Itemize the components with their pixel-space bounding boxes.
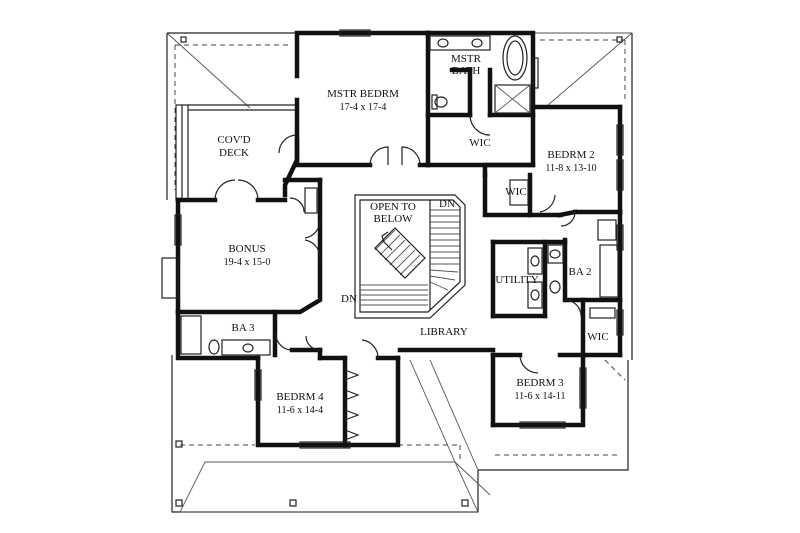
fixtures xyxy=(180,35,619,356)
master-wic-label: WIC xyxy=(469,137,490,149)
walls xyxy=(175,30,623,448)
bedrm-3-size: 11-6 x 14-11 xyxy=(515,391,566,402)
utility-label: UTILITY xyxy=(495,274,538,286)
bedrm-2-size: 11-8 x 13-10 xyxy=(545,163,596,174)
bedrm-2-label: BEDRM 2 xyxy=(547,149,594,161)
bonus-label: BONUS xyxy=(228,243,265,255)
ba-3-label: BA 3 xyxy=(232,322,255,334)
bedrm-4-label: BEDRM 4 xyxy=(276,391,324,403)
stair-dn-left-label: DN xyxy=(341,293,357,305)
room-labels: MSTR BEDRM 17-4 x 17-4 MSTR BATH WIC BED… xyxy=(217,53,608,416)
open-to-below-label-2: BELOW xyxy=(373,213,413,225)
bonus-size: 19-4 x 15-0 xyxy=(224,257,271,268)
mstr-bath-label-2: BATH xyxy=(452,65,481,77)
covd-deck-label-2: DECK xyxy=(219,147,249,159)
roof-outlines xyxy=(166,32,633,513)
stairs xyxy=(354,194,466,319)
library-label: LIBRARY xyxy=(420,326,468,338)
open-to-below-label-1: OPEN TO xyxy=(370,201,416,213)
covd-deck-label-1: COV'D xyxy=(217,134,250,146)
mstr-bedrm-size: 17-4 x 17-4 xyxy=(340,102,387,113)
windows xyxy=(161,29,624,449)
doors xyxy=(214,114,582,441)
mstr-bedrm-label: MSTR BEDRM xyxy=(327,88,399,100)
stair-dn-top-label: DN xyxy=(439,198,455,210)
wic-2-label: WIC xyxy=(505,186,526,198)
ba-2-label: BA 2 xyxy=(569,266,592,278)
bedrm-4-size: 11-6 x 14-4 xyxy=(277,405,323,416)
wic-3-label: WIC xyxy=(587,331,608,343)
mstr-bath-label-1: MSTR xyxy=(451,53,482,65)
bedrm-3-label: BEDRM 3 xyxy=(516,377,564,389)
